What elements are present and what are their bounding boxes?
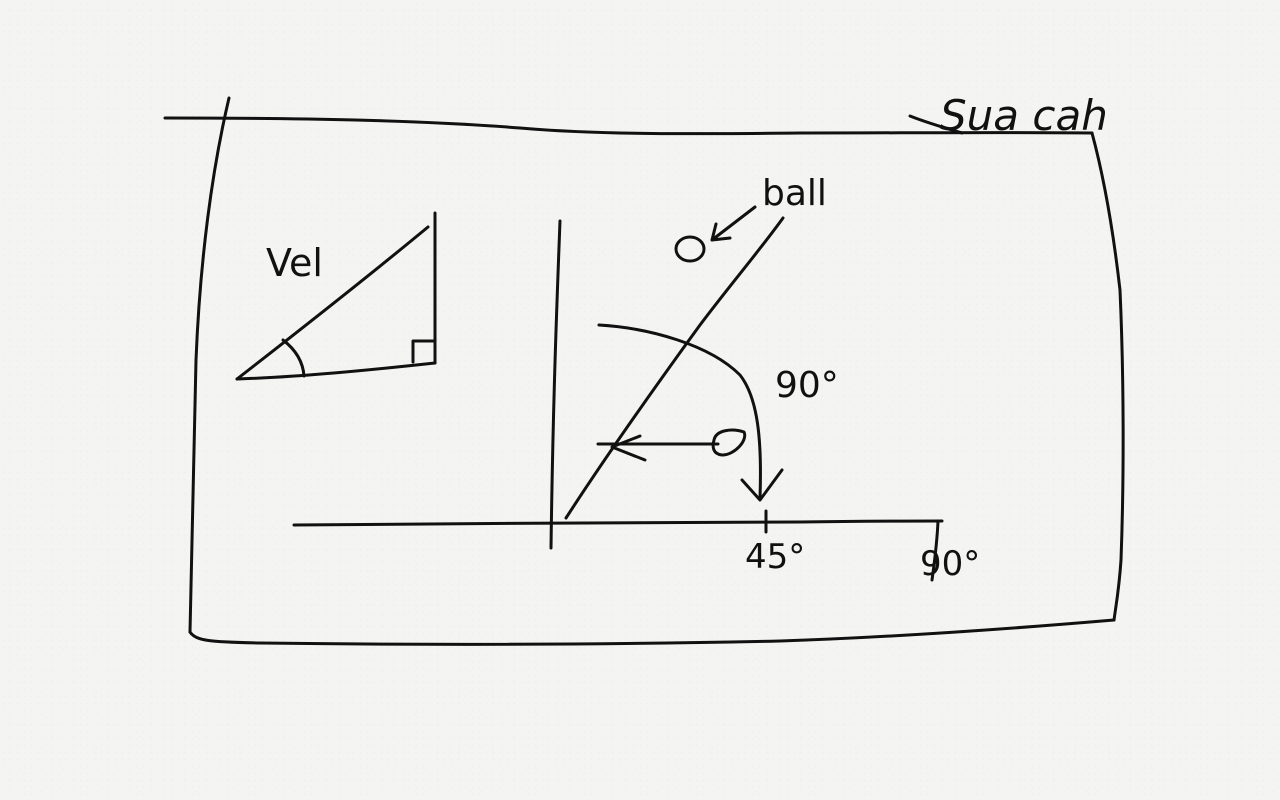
curved-arrow [597,323,762,500]
graph-horizontal-axis [292,519,944,527]
tick-90-label: 90° [920,544,980,584]
bottom-line [188,618,1116,646]
top-right-label: Sua cah [940,91,1108,140]
ball-label: ball [762,173,827,214]
diagonal-line [564,216,785,520]
small-ball-shape [711,428,747,457]
triangle-base [235,361,437,381]
triangle-angle-arc [281,338,306,378]
ball-pointer-arrow [710,205,757,242]
horizontal-arrow-head [610,434,647,462]
right-side-line [1090,131,1125,622]
ball-circle [674,235,706,263]
tick-90 [930,519,940,582]
top-line [163,116,1094,136]
triangle-right-angle-mark [411,339,436,364]
tick-45-label: 45° [745,537,805,577]
top-right-label-stroke [908,114,964,135]
curved-arrow-head [740,468,784,502]
triangle-hypotenuse [235,225,430,381]
graph-vertical-axis [549,219,562,550]
triangle-label: Vel [266,241,323,285]
curve-angle-label: 90° [775,365,839,406]
left-side-line [188,96,231,634]
